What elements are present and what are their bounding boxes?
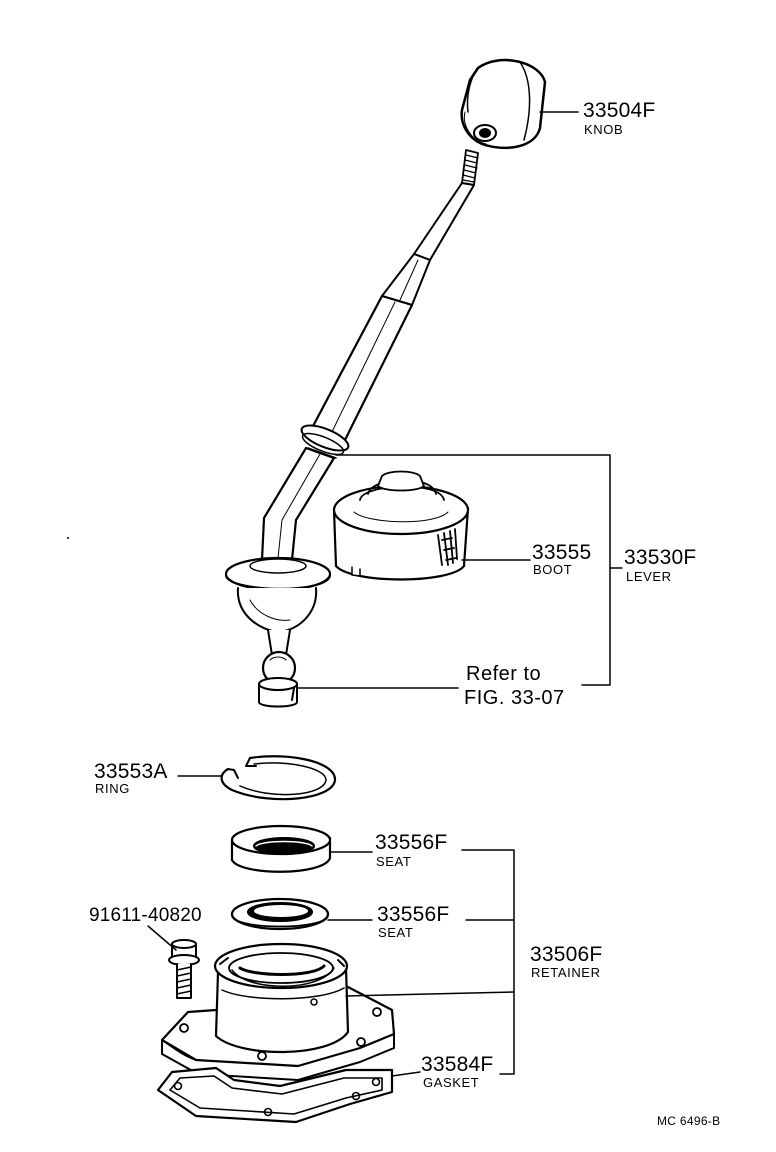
bolt-leader [147, 925, 177, 951]
boot-part-number: 33555 [532, 541, 592, 564]
lever-part [224, 149, 479, 708]
lever-bracket [335, 454, 623, 686]
gasket-part-number: 33584F [421, 1053, 494, 1076]
retainer-part-name: RETAINER [531, 965, 601, 980]
retainer-bracket [461, 849, 515, 1075]
gasket-leader [391, 1071, 421, 1077]
seat-lower-part-number: 33556F [377, 903, 450, 926]
lever-part-number: 33530F [624, 546, 697, 569]
seat-upper-part [230, 824, 332, 873]
knob-part-name: KNOB [584, 122, 624, 137]
stray-dot [67, 537, 69, 539]
ring-part-name: RING [95, 781, 130, 796]
seat-upper-part-name: SEAT [376, 854, 412, 869]
gasket-part-name: GASKET [423, 1075, 480, 1090]
diagram-code: MC 6496-B [657, 1114, 721, 1128]
seat-upper-part-number: 33556F [375, 831, 448, 854]
boot-part-name: BOOT [533, 562, 573, 577]
ring-part-number: 33553A [94, 760, 168, 783]
seat-lower-part-name: SEAT [378, 925, 414, 940]
ring-part [220, 755, 337, 801]
lever-part-name: LEVER [626, 569, 672, 584]
retainer-part [160, 942, 396, 1081]
knob-part-number: 33504F [583, 99, 656, 122]
bolt-part-number: 91611-40820 [89, 905, 202, 926]
knob-part [460, 58, 547, 150]
seat-lower-part [230, 897, 330, 931]
gasket-part [156, 1066, 394, 1124]
reference-line-2: FIG. 33-07 [464, 687, 565, 709]
retainer-leader [345, 991, 515, 997]
retainer-part-number: 33506F [530, 943, 603, 966]
reference-line-1: Refer to [466, 663, 542, 685]
bolt-part [168, 939, 200, 999]
boot-part [332, 470, 470, 581]
